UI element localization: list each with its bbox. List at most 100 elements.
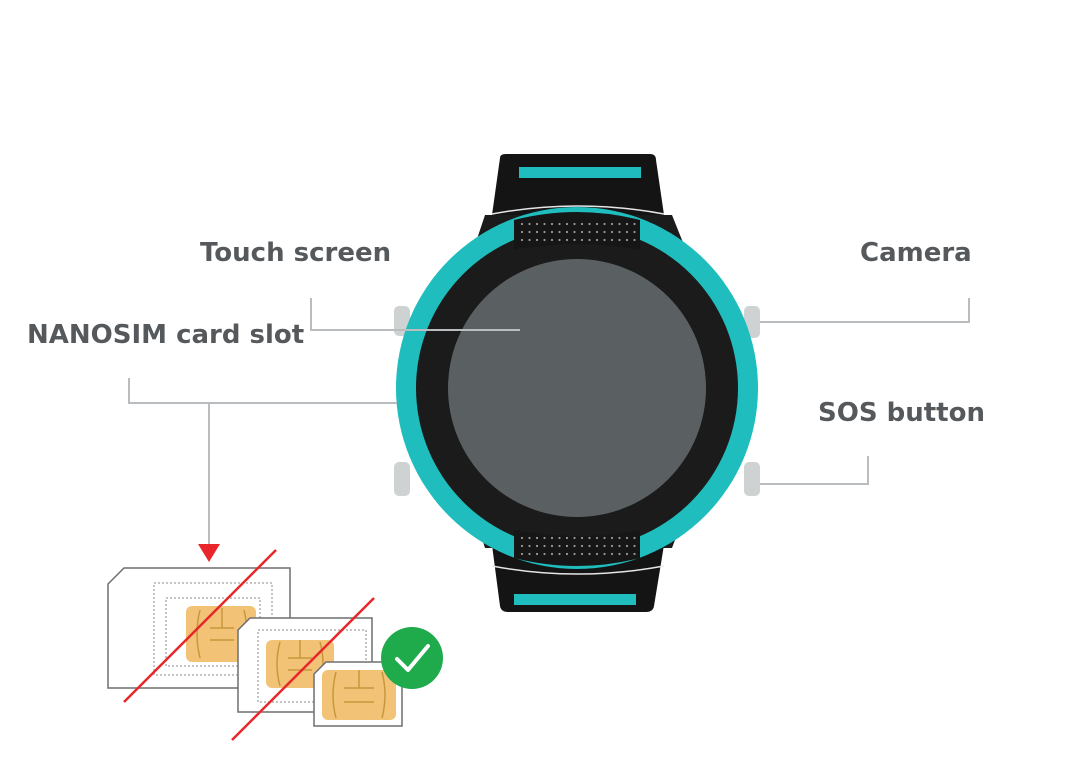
grip-dot bbox=[573, 536, 576, 540]
watch-strap-top bbox=[492, 154, 664, 215]
grip-dot bbox=[528, 544, 531, 548]
grip-dots-bottom bbox=[520, 536, 636, 556]
grip-dot bbox=[543, 230, 546, 234]
grip-dot bbox=[520, 544, 524, 548]
grip-dot bbox=[603, 552, 606, 556]
grip-dot bbox=[633, 552, 636, 556]
grip-dot bbox=[595, 222, 599, 226]
grip-dot bbox=[550, 544, 554, 548]
leader-sos bbox=[760, 456, 869, 485]
grip-dot bbox=[573, 230, 576, 234]
grip-dot bbox=[558, 222, 561, 226]
grip-dot bbox=[558, 536, 561, 540]
grip-dot bbox=[573, 544, 576, 548]
touch-screen-label: Touch screen bbox=[200, 238, 392, 268]
grip-dot bbox=[610, 230, 614, 234]
camera-label: Camera bbox=[860, 238, 972, 268]
grip-dot bbox=[535, 222, 539, 226]
grip-dot bbox=[520, 552, 524, 556]
grip-dot bbox=[550, 238, 554, 242]
grip-dot bbox=[588, 552, 591, 556]
grip-dot bbox=[625, 222, 629, 226]
grip-dot bbox=[520, 536, 524, 540]
grip-dot bbox=[535, 544, 539, 548]
grip-dot bbox=[633, 544, 636, 548]
grip-dot bbox=[528, 536, 531, 540]
grip-dot bbox=[573, 552, 576, 556]
grip-dot bbox=[573, 238, 576, 242]
grip-dot bbox=[618, 536, 621, 540]
grip-dot bbox=[618, 230, 621, 234]
grip-dot bbox=[603, 222, 606, 226]
grip-dot bbox=[565, 230, 569, 234]
grip-dot bbox=[625, 230, 629, 234]
strap-top-stripe bbox=[519, 167, 641, 178]
sos-button-label: SOS button bbox=[818, 398, 985, 428]
grip-dot bbox=[565, 544, 569, 548]
grip-dots-top bbox=[520, 222, 636, 242]
grip-dot bbox=[558, 544, 561, 548]
grip-dot bbox=[595, 552, 599, 556]
grip-dot bbox=[595, 544, 599, 548]
grip-dot bbox=[565, 222, 569, 226]
grip-dot bbox=[520, 238, 524, 242]
grip-dot bbox=[528, 222, 531, 226]
grip-dot bbox=[543, 552, 546, 556]
leader-nanosim bbox=[128, 378, 397, 404]
grip-dot bbox=[588, 238, 591, 242]
grip-dot bbox=[520, 222, 524, 226]
grip-dot bbox=[543, 544, 546, 548]
grip-dot bbox=[595, 230, 599, 234]
grip-dot bbox=[580, 230, 584, 234]
arrow-down-icon bbox=[198, 544, 220, 562]
grip-dot bbox=[625, 544, 629, 548]
grip-dot bbox=[588, 222, 591, 226]
grip-dot bbox=[618, 552, 621, 556]
grip-dot bbox=[610, 238, 614, 242]
grip-dot bbox=[618, 238, 621, 242]
grip-dot bbox=[565, 536, 569, 540]
grip-dot bbox=[595, 536, 599, 540]
grip-dot bbox=[558, 552, 561, 556]
sos-button bbox=[744, 462, 760, 496]
grip-dot bbox=[550, 552, 554, 556]
grip-dot bbox=[535, 238, 539, 242]
grip-dot bbox=[580, 536, 584, 540]
grip-dot bbox=[633, 238, 636, 242]
side-button-left-lower bbox=[394, 462, 410, 496]
grip-dot bbox=[603, 238, 606, 242]
grip-dot bbox=[603, 230, 606, 234]
grip-dot bbox=[610, 552, 614, 556]
leader-camera bbox=[760, 298, 970, 323]
sim-chip-nano bbox=[322, 670, 396, 720]
grip-dot bbox=[610, 536, 614, 540]
grip-dot bbox=[573, 222, 576, 226]
grip-dot bbox=[550, 536, 554, 540]
check-icon bbox=[381, 627, 443, 689]
strap-bottom-stripe bbox=[514, 594, 636, 605]
cross-out-micro bbox=[231, 597, 375, 741]
grip-dot bbox=[565, 238, 569, 242]
nanosim-slot-label: NANOSIM card slot bbox=[27, 320, 305, 350]
grip-dot bbox=[580, 544, 584, 548]
bezel-cap-bottom bbox=[514, 530, 640, 566]
grip-dot bbox=[535, 536, 539, 540]
grip-dot bbox=[633, 230, 636, 234]
grip-dot bbox=[550, 222, 554, 226]
grip-dot bbox=[588, 536, 591, 540]
leader-touch-screen bbox=[310, 298, 520, 331]
grip-dot bbox=[550, 230, 554, 234]
grip-dot bbox=[565, 552, 569, 556]
grip-dot bbox=[618, 544, 621, 548]
bezel-cap-top bbox=[514, 212, 640, 250]
grip-dot bbox=[535, 230, 539, 234]
grip-dot bbox=[603, 536, 606, 540]
cross-out-standard bbox=[123, 549, 277, 703]
grip-dot bbox=[625, 552, 629, 556]
grip-dot bbox=[603, 544, 606, 548]
grip-dot bbox=[543, 222, 546, 226]
grip-dot bbox=[610, 544, 614, 548]
grip-dot bbox=[633, 536, 636, 540]
grip-dot bbox=[528, 230, 531, 234]
